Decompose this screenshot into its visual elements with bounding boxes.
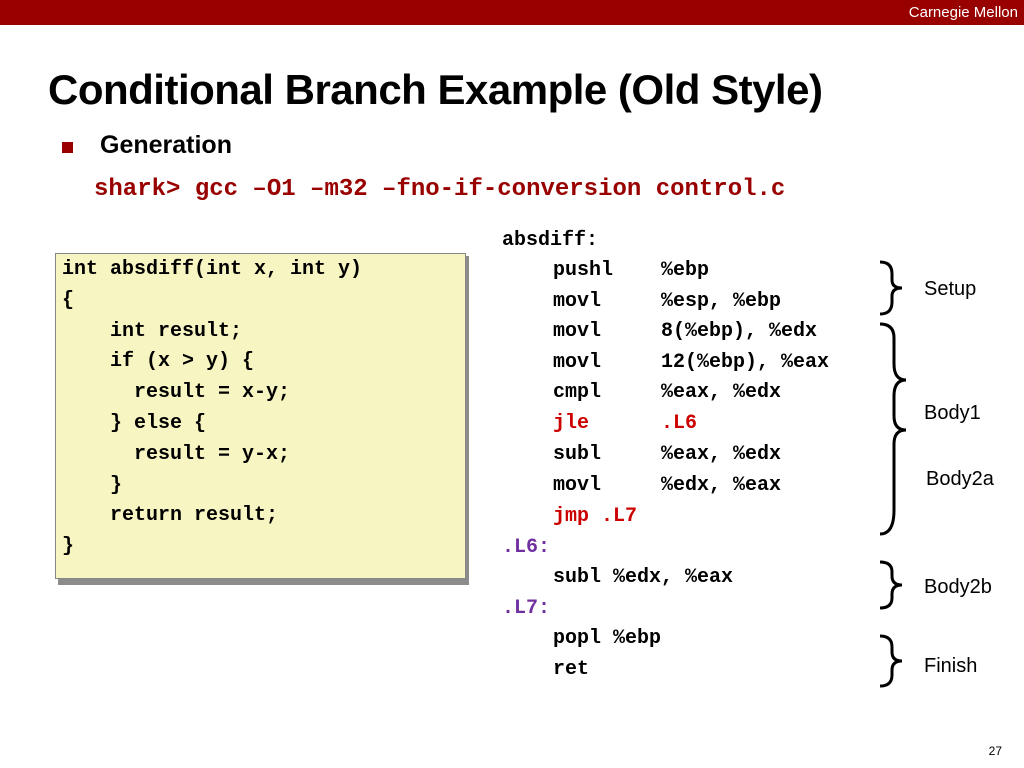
asm-op: jle <box>553 412 590 435</box>
body-brace-icon <box>879 322 907 536</box>
asm-op: movl <box>553 351 602 374</box>
compile-command: shark> gcc –O1 –m32 –fno-if-conversion c… <box>94 176 786 203</box>
c-code-line: { <box>62 289 75 312</box>
asm-line: ret <box>553 658 590 681</box>
asm-args: %esp, %ebp <box>661 290 782 313</box>
c-code-line: } else { <box>62 412 207 435</box>
label-body2b: Body2b <box>924 576 992 598</box>
body2b-brace-icon <box>879 560 903 610</box>
bullet-square-icon <box>62 142 73 153</box>
setup-brace-icon <box>879 260 903 316</box>
asm-op: subl <box>553 443 602 466</box>
slide-title: Conditional Branch Example (Old Style) <box>48 66 823 113</box>
c-code-line: result = x-y; <box>62 381 291 404</box>
asm-line: popl %ebp <box>553 627 662 650</box>
asm-args: .L6 <box>661 412 698 435</box>
c-code-line: int absdiff(int x, int y) <box>62 258 363 281</box>
bullet-generation: Generation <box>100 131 232 159</box>
asm-line: subl %edx, %eax <box>553 566 734 589</box>
asm-args: 12(%ebp), %eax <box>661 351 830 374</box>
asm-args: %ebp <box>661 259 710 282</box>
asm-op: pushl <box>553 259 614 282</box>
asm-op: movl <box>553 320 602 343</box>
finish-brace-icon <box>879 634 903 688</box>
asm-label-l7: .L7: <box>502 597 551 620</box>
asm-args: %eax, %edx <box>661 443 782 466</box>
page-number: 27 <box>988 744 1002 758</box>
label-finish: Finish <box>924 655 978 677</box>
asm-op: cmpl <box>553 381 602 404</box>
asm-op: movl <box>553 290 602 313</box>
label-setup: Setup <box>924 278 977 300</box>
c-code-line: } <box>62 535 75 558</box>
asm-line: jmp .L7 <box>553 505 638 528</box>
c-code-box <box>55 253 466 579</box>
asm-args: %edx, %eax <box>661 474 782 497</box>
asm-args: %eax, %edx <box>661 381 782 404</box>
asm-label-absdiff: absdiff: <box>502 229 599 252</box>
top-bar: Carnegie Mellon <box>0 0 1024 25</box>
c-code-line: if (x > y) { <box>62 350 255 373</box>
label-body1: Body1 <box>924 402 981 424</box>
c-code-line: return result; <box>62 504 279 527</box>
label-body2a: Body2a <box>926 468 994 490</box>
c-code-line: result = y-x; <box>62 443 291 466</box>
c-code-line: int result; <box>62 320 243 343</box>
asm-label-l6: .L6: <box>502 536 551 559</box>
asm-args: 8(%ebp), %edx <box>661 320 818 343</box>
brand-label: Carnegie Mellon <box>908 4 1018 21</box>
c-code-line: } <box>62 474 123 497</box>
asm-op: movl <box>553 474 602 497</box>
